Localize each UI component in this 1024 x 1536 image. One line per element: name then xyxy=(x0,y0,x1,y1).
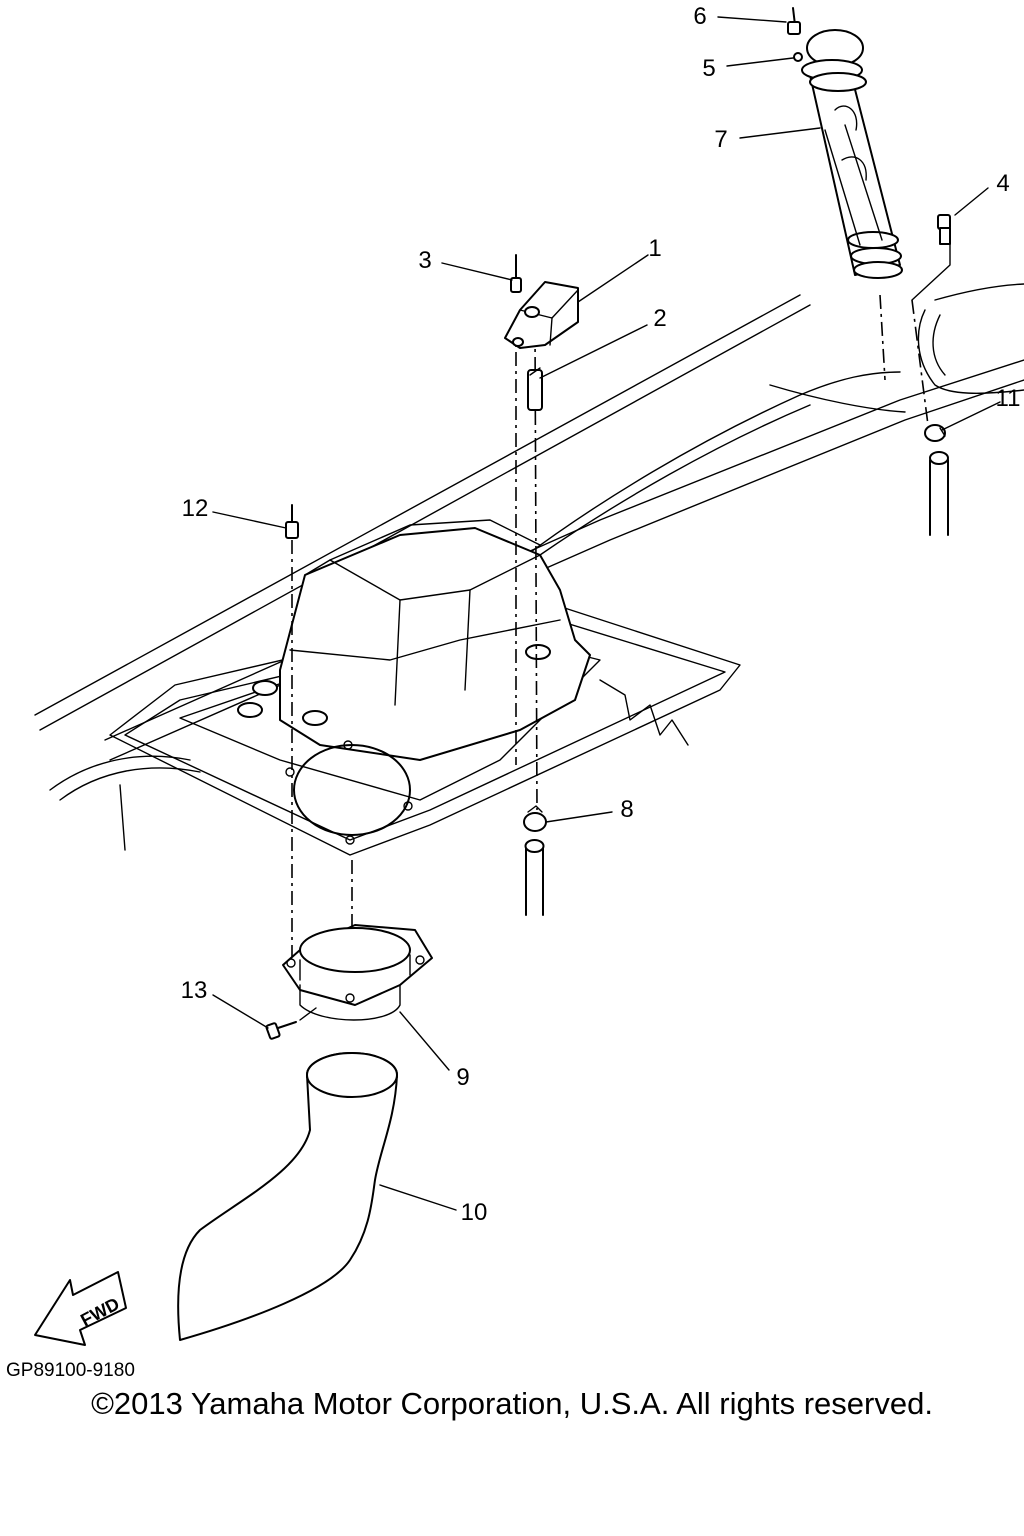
copyright-notice: ©2013 Yamaha Motor Corporation, U.S.A. A… xyxy=(91,1386,933,1421)
storage-compartment xyxy=(237,519,591,761)
diagram-code: GP89100-9180 xyxy=(6,1360,135,1381)
callout-12: 12 xyxy=(182,495,209,522)
bolt-part-4 xyxy=(937,214,951,245)
callout-7: 7 xyxy=(714,126,727,153)
hose-stub-right xyxy=(929,451,949,536)
callout-labels: 1 2 3 4 5 6 7 8 9 10 11 12 13 xyxy=(181,3,1021,1226)
callout-2: 2 xyxy=(653,305,666,332)
rivet-part-3 xyxy=(510,254,522,293)
callout-4: 4 xyxy=(996,170,1009,197)
callout-11: 11 xyxy=(996,385,1021,412)
callout-6: 6 xyxy=(693,3,706,30)
bracket-part-1 xyxy=(504,281,579,349)
deck-opening xyxy=(285,740,413,845)
duct-flange-part-9 xyxy=(282,924,433,1021)
callout-5: 5 xyxy=(702,55,715,82)
duct-part-10 xyxy=(177,1052,398,1341)
callout-9: 9 xyxy=(456,1064,469,1091)
pin-part-2 xyxy=(527,367,543,411)
hose-part-7 xyxy=(801,29,903,279)
clamp-part-8 xyxy=(523,805,547,832)
clamp-part-11 xyxy=(924,424,946,442)
forward-arrow-icon: FWD xyxy=(34,1271,127,1346)
callout-10: 10 xyxy=(461,1199,488,1226)
rivet-part-12 xyxy=(285,504,299,539)
fastener-part-5 xyxy=(793,52,803,62)
hose-stub-center xyxy=(524,839,545,916)
leader-lines xyxy=(212,16,1001,1211)
callout-8: 8 xyxy=(620,796,633,823)
fastener-part-6 xyxy=(787,7,801,35)
screw-part-13 xyxy=(265,1007,317,1040)
callout-1: 1 xyxy=(648,235,661,262)
callout-3: 3 xyxy=(418,247,431,274)
callout-13: 13 xyxy=(181,977,208,1004)
